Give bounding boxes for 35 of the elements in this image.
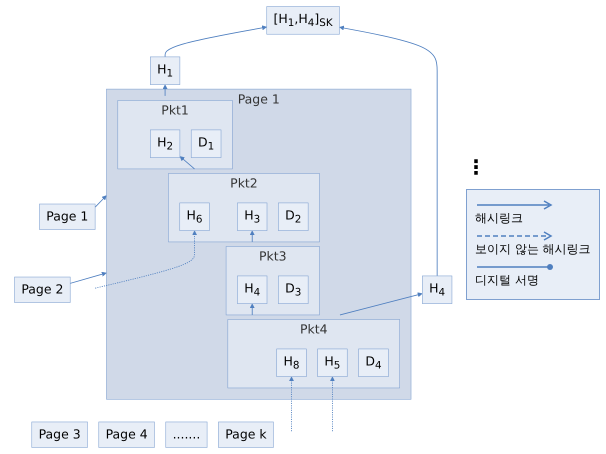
arrow	[249, 303, 254, 316]
node-box: .......	[165, 422, 208, 448]
node-box: H$_{8}$	[276, 348, 306, 377]
arrow	[249, 230, 254, 242]
node-box: H$_{5}$	[317, 348, 348, 377]
continuation-dots: ⋮	[466, 154, 486, 178]
arrow	[338, 26, 438, 276]
legend-text: 디지털 서명	[475, 272, 540, 288]
arrow	[330, 376, 335, 432]
node-box: D$_{1}$	[190, 130, 222, 158]
node-box: D$_{3}$	[278, 276, 308, 304]
arrow	[94, 230, 197, 289]
node-box: [H$_{1}$,H$_{4}$]$_{SK}$	[266, 6, 340, 34]
arrow	[94, 195, 106, 208]
node-box: Page 3	[31, 422, 88, 448]
arrow	[288, 376, 294, 432]
node-box: H$_{2}$	[150, 130, 180, 158]
node-box: H$_{3}$	[236, 202, 268, 231]
node-box: H$_{4}$	[422, 276, 452, 304]
node-box: Page 1	[38, 204, 96, 230]
node-box: Page 4	[98, 422, 154, 448]
node-box: D$_{4}$	[358, 348, 388, 377]
arrow	[164, 25, 267, 58]
node-box: H$_{6}$	[179, 202, 210, 231]
node-box: H$_{4}$	[236, 276, 268, 304]
node-box: Page 2	[14, 276, 70, 303]
arrow	[339, 292, 422, 316]
arrow	[70, 272, 106, 284]
arrow	[179, 156, 195, 170]
legend-text: 해시링크	[475, 210, 524, 226]
legend-text: 보이지 않는 해시링크	[475, 240, 591, 258]
node-box: Page k	[218, 422, 274, 448]
node-box: H$_{1}$	[150, 56, 180, 85]
arrow	[162, 84, 168, 96]
node-box: D$_{2}$	[278, 202, 308, 231]
